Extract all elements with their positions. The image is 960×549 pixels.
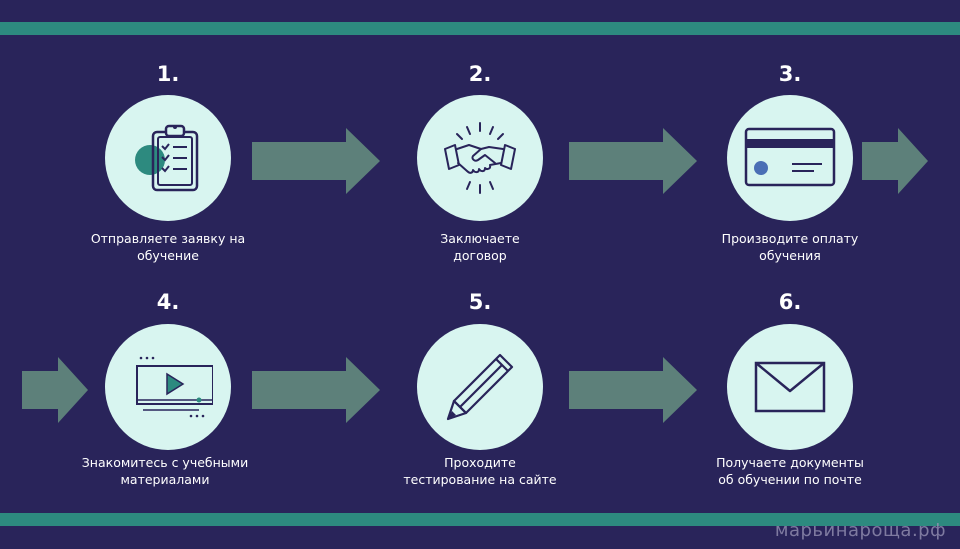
step-1-caption-line1: Отправляете заявку на <box>90 231 246 246</box>
step-5-caption-line1: Проходите <box>444 455 516 470</box>
step-6-caption-line1: Получаете документы <box>716 455 864 470</box>
step-3-caption-line1: Производите оплату <box>721 231 859 246</box>
step-5-circle <box>417 324 543 450</box>
step-5-number: 5. <box>468 290 492 314</box>
step-4-caption: Знакомитесь с учебными материалами <box>65 454 265 488</box>
arrow-right-icon <box>252 128 380 194</box>
step-5-caption-line2: тестирование на сайте <box>403 472 557 487</box>
step-2-caption-line1: Заключаете <box>440 231 520 246</box>
step-2-caption: Заключаете договор <box>380 230 580 264</box>
handshake-icon <box>444 122 516 194</box>
bottom-band <box>0 513 960 526</box>
video-player-icon <box>136 356 213 418</box>
arrow-right-icon <box>22 357 88 423</box>
step-1-circle <box>105 95 231 221</box>
step-4-caption-line1: Знакомитесь с учебными <box>81 455 249 470</box>
step-2-caption-line2: договор <box>453 248 507 263</box>
step-3-caption: Производите оплату обучения <box>690 230 890 264</box>
arrow-right-icon <box>569 357 697 423</box>
step-1-number: 1. <box>156 62 180 86</box>
arrow-right-icon <box>569 128 697 194</box>
arrow-right-icon <box>252 357 380 423</box>
step-1-caption: Отправляете заявку на обучение <box>68 230 268 264</box>
arrow-right-icon <box>862 128 928 194</box>
step-1-caption-line2: обучение <box>137 248 199 263</box>
step-4-number: 4. <box>156 290 180 314</box>
top-band <box>0 22 960 35</box>
envelope-icon <box>754 361 826 413</box>
step-6-circle <box>727 324 853 450</box>
credit-card-icon <box>744 127 836 187</box>
step-3-caption-line2: обучения <box>759 248 821 263</box>
clipboard-icon <box>135 124 199 192</box>
step-6-number: 6. <box>778 290 802 314</box>
step-3-circle <box>727 95 853 221</box>
step-5-caption: Проходите тестирование на сайте <box>380 454 580 488</box>
step-4-circle <box>105 324 231 450</box>
step-4-caption-line2: материалами <box>120 472 210 487</box>
watermark: марьинароща.рф <box>774 520 946 541</box>
step-6-caption-line2: об обучении по почте <box>718 472 862 487</box>
step-3-number: 3. <box>778 62 802 86</box>
pencil-icon <box>446 353 514 421</box>
step-2-number: 2. <box>468 62 492 86</box>
step-2-circle <box>417 95 543 221</box>
step-6-caption: Получаете документы об обучении по почте <box>690 454 890 488</box>
